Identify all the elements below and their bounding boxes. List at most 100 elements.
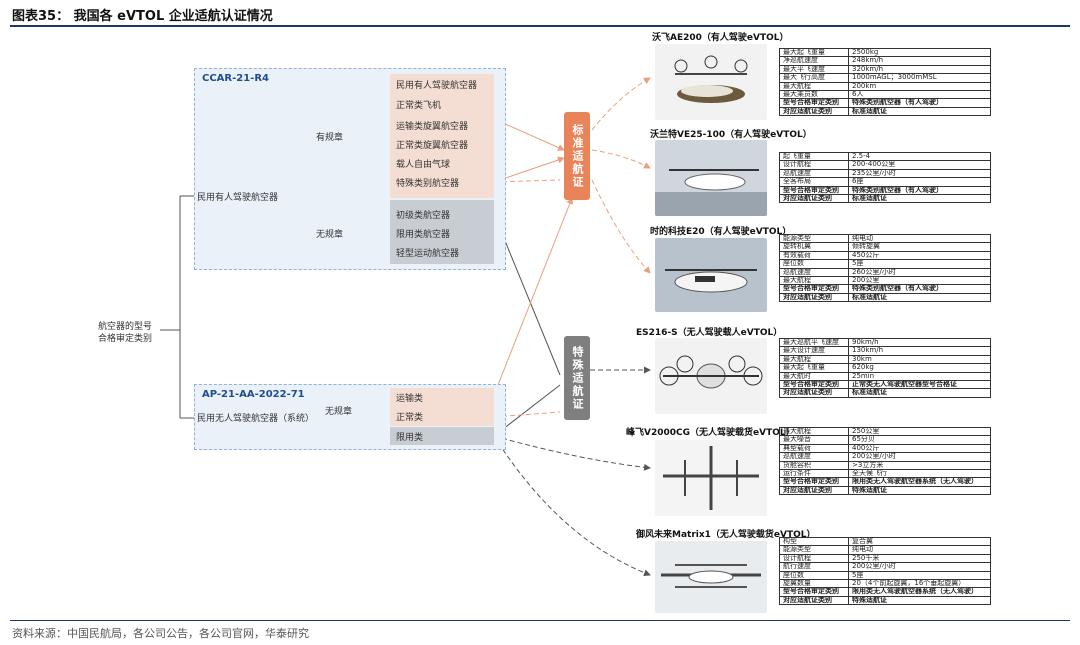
spec-value: 130km/h [848,346,991,356]
with-rules-label: 有规章 [316,133,344,143]
spec-key: 最大设计速度 [779,346,849,356]
aircraft-photo [655,44,767,120]
spec-value: 25min [848,371,991,382]
spec-key: 设计航程 [779,553,849,564]
spec-key: 对应适航证类别 [779,194,849,204]
model-title: ES216-S（无人驾驶载人eVTOL） [636,328,783,338]
spec-key: 对应适航证类别 [779,292,849,303]
spec-key: 最大巡航平飞速度 [779,337,849,348]
category-item: 运输类 [396,394,424,404]
figure-title: 图表35： 我国各 eVTOL 企业适航认证情况 [12,9,273,24]
spec-key: 有效载荷 [779,250,849,261]
special-cert-box: 特殊适航证 [564,336,590,420]
unmanned-pink-block [390,388,494,426]
with-rules-block [390,74,494,198]
spec-value: 特殊类别航空器（有人驾驶） [848,284,991,294]
category-item: 正常类旋翼航空器 [396,140,469,151]
spec-value: 20（4个前起旋翼，16个垂起旋翼） [848,579,991,589]
footer-rule [10,620,1070,621]
spec-value: 标准适航证 [848,106,991,117]
ccar-regulation-label: CCAR-21-R4 [202,73,269,84]
spec-key: 型号合格审定类别 [779,185,849,196]
category-item: 正常类飞机 [396,100,442,111]
spec-key: 巡航速度 [779,168,849,179]
spec-value: 6人 [848,90,991,100]
spec-value: 450公斤 [848,250,991,261]
spec-key: 巡航速度 [779,267,849,278]
spec-value: 65分贝 [848,435,991,445]
spec-value: 248km/h [848,56,991,66]
spec-value: 特殊适航证 [848,595,991,606]
spec-key: 起飞重量 [779,151,849,162]
spec-key: 型号合格审定类别 [779,477,849,487]
aircraft-photo [655,541,767,613]
spec-value: 正常类无人驾驶航空器型号合格证 [848,380,991,390]
standard-cert-box: 标准适航证 [564,112,590,200]
category-item: 正常类 [396,413,424,423]
category-item: 民用有人驾驶航空器 [396,80,478,91]
spec-key: 最大平飞速度 [779,64,849,75]
manned-label: 民用有人驾驶航空器 [197,193,279,203]
without-rules-label: 无规章 [316,230,344,240]
spec-key: 能源类型 [779,545,849,555]
unmanned-without-rules-label: 无规章 [325,407,353,417]
spec-value: 限用类无人驾驶航空器系统（无人驾驶） [848,587,991,597]
unmanned-label: 民用无人驾驶航空器（系统） [197,414,315,424]
spec-value: 200公里/小时 [848,562,991,572]
spec-key: 最大乘员数 [779,90,849,100]
spec-value: 特殊适航证 [848,485,991,496]
spec-key: 货舱容积 [779,460,849,471]
aircraft-photo [655,238,767,312]
spec-key: 典型载荷 [779,443,849,454]
category-item: 运输类旋翼航空器 [396,121,469,132]
spec-value: 5座 [848,259,991,269]
category-item: 载人自由气球 [396,159,451,170]
spec-key: 最大航程 [779,426,849,437]
spec-value: 标准适航证 [848,292,991,303]
spec-value: 倾转旋翼 [848,242,991,252]
spec-key: 旋翼数量 [779,579,849,589]
spec-key: 座位数 [779,259,849,269]
spec-value: 620kg [848,363,991,373]
spec-value: >3立方米 [848,460,991,471]
spec-value: 235公里/小时 [848,168,991,179]
model-title: 沃兰特VE25-100（有人驾驶eVTOL） [650,130,812,140]
aircraft-photo [655,440,767,516]
spec-key: 巡航速度 [779,452,849,462]
spec-key: 航行速度 [779,562,849,572]
spec-value: 250千米 [848,553,991,564]
spec-value: 260公里/小时 [848,267,991,278]
spec-key: 对应适航证类别 [779,595,849,606]
spec-value: 限用类无人驾驶航空器系统（无人驾驶） [848,477,991,487]
category-item: 轻型运动航空器 [396,248,460,259]
spec-key: 型号合格审定类别 [779,587,849,597]
spec-key: 型号合格审定类别 [779,380,849,390]
spec-key: 型号合格审定类别 [779,284,849,294]
spec-key: 对应适航证类别 [779,388,849,398]
spec-key: 对应适航证类别 [779,106,849,117]
spec-key: 构型 [779,536,849,547]
category-item: 限用类 [390,427,494,445]
model-title: 沃飞AE200（有人驾驶eVTOL） [652,33,789,43]
spec-key: 最大起飞重量 [779,363,849,373]
spec-value: 标准适航证 [848,194,991,204]
spec-key: 设计航程 [779,160,849,170]
without-rules-block [390,200,494,264]
spec-key: 最大航程 [779,81,849,92]
spec-value: 200km [848,81,991,92]
spec-value: 5座 [848,570,991,581]
category-item: 限用类航空器 [396,229,451,240]
spec-value: 2.5-4 [848,151,991,162]
spec-key: 最大噪音 [779,435,849,445]
ap-regulation-label: AP-21-AA-2022-71 [202,389,305,400]
spec-value: 320km/h [848,64,991,75]
spec-key: 全客布局 [779,177,849,187]
spec-value: 特殊类别航空器（有人驾驶） [848,98,991,108]
spec-key: 旋转机翼 [779,242,849,252]
spec-value: 90km/h [848,337,991,348]
